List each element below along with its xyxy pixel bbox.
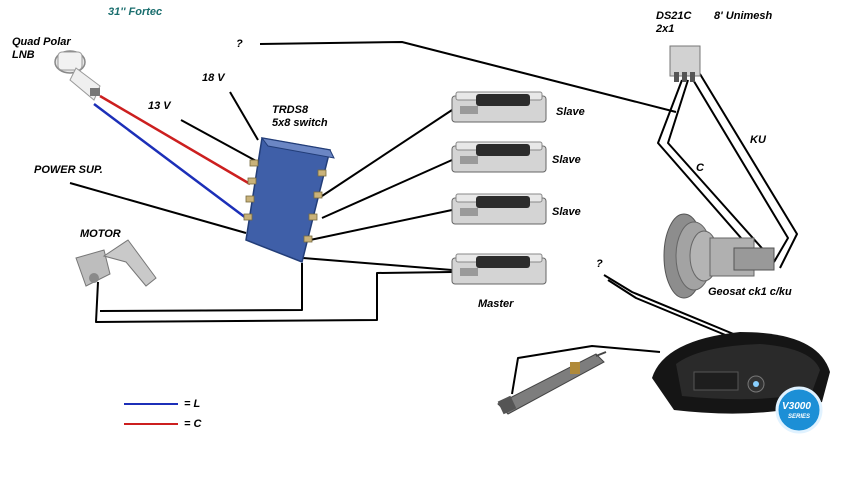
motor-label: MOTOR (80, 228, 121, 240)
receiver-badge-label: V3000 (782, 401, 811, 412)
power-supply-label: POWER SUP. (34, 164, 103, 176)
question-right-label: ? (596, 258, 603, 270)
voltage-13v-label: 13 V (148, 100, 171, 112)
wire-receiver-actuator (511, 345, 661, 395)
voltage-18v-label: 18 V (202, 72, 225, 84)
lnb-label-line1: Quad Polar (12, 36, 71, 48)
wire-switch-slave2 (321, 159, 453, 219)
lnb-label-line2: LNB (12, 49, 35, 61)
slave2-label: Slave (552, 154, 581, 166)
ds21c-label-line2: 2x1 (656, 23, 675, 35)
wire-switch-to-motorline (99, 263, 303, 312)
receiver-master (451, 253, 547, 285)
switch-label: TRDS8 5x8 switch (272, 104, 328, 130)
wire-question-receiver-2 (607, 279, 753, 347)
receiver-badge-sub-label: SERIES (788, 414, 811, 420)
linear-actuator (497, 351, 607, 415)
wire-ds21c-c-2 (667, 79, 769, 256)
ds21c-label-line1: DS21C (656, 10, 692, 22)
ku-label: KU (750, 134, 766, 146)
wire-ds21c-ku (691, 77, 789, 263)
wires (69, 41, 798, 395)
master-label: Master (478, 298, 514, 310)
quad-lnb (54, 50, 101, 101)
question-top-label: ? (236, 38, 243, 50)
wire-ds21c-c (657, 79, 763, 263)
receiver-slave-1 (451, 91, 547, 123)
v3000-receiver (652, 332, 830, 434)
ds21c-label: DS21C 2x1 (656, 10, 691, 36)
receiver-slave-2 (451, 141, 547, 173)
cable-lnb-blue (93, 103, 247, 219)
unimesh-label: 8' Unimesh (714, 10, 773, 22)
legend-label-c: = C (184, 418, 202, 430)
legend-lines (124, 403, 178, 425)
slave3-label: Slave (552, 206, 581, 218)
switch-label-line2: 5x8 switch (272, 117, 328, 129)
receiver-slave-3 (451, 193, 547, 225)
receiver-group (451, 91, 547, 285)
wire-13v (180, 119, 259, 163)
wire-motor-master (95, 271, 453, 323)
lnb-cables (93, 94, 251, 219)
switch-label-line1: TRDS8 (272, 104, 309, 116)
fortec-label: 31'' Fortec (108, 6, 163, 18)
geosat-lnb (663, 213, 775, 299)
wire-power-supply (69, 182, 247, 234)
motor (75, 239, 157, 287)
wire-question-to-ds21c (259, 41, 677, 113)
ds21c-switch (669, 45, 701, 82)
legend-label-l: = L (184, 398, 201, 410)
cable-lnb-red (99, 94, 251, 186)
wire-switch-master (302, 257, 453, 271)
multiswitch-trds8 (243, 137, 335, 264)
lnb-label: Quad Polar LNB (12, 36, 71, 62)
wire-18v (229, 91, 259, 141)
geosat-label: Geosat ck1 c/ku (708, 286, 792, 298)
wire-ds21c-ku-2 (699, 73, 798, 269)
slave1-label: Slave (556, 106, 585, 118)
wire-question-receiver (603, 274, 749, 341)
wire-switch-slave1 (321, 109, 453, 197)
c-label: C (696, 162, 704, 174)
wire-switch-slave3 (309, 209, 453, 241)
